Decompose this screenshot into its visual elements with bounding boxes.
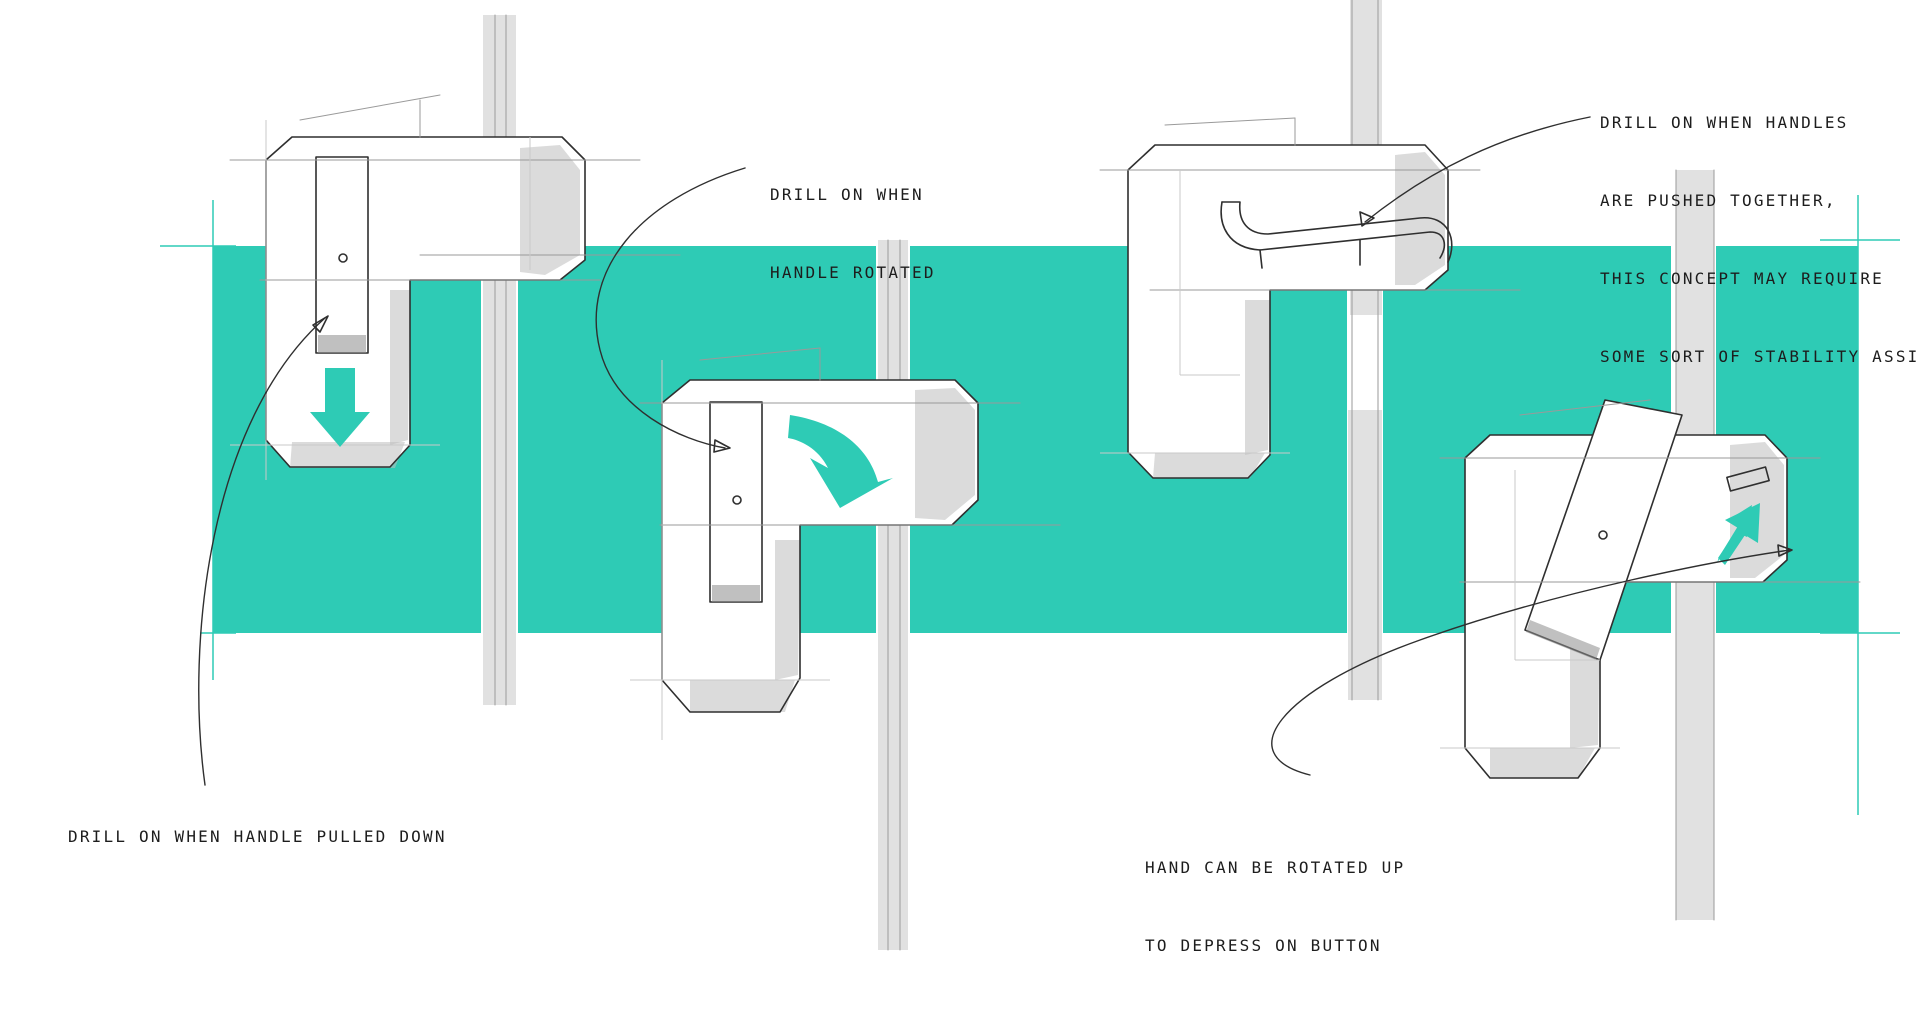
annotation-handles-pushed-line-3: THIS CONCEPT MAY REQUIRE	[1600, 269, 1884, 288]
annotation-handles-pushed-line-1: DRILL ON WHEN HANDLES	[1600, 113, 1849, 132]
panel-guide-lines	[160, 195, 1900, 815]
concept-2-leader-line	[595, 167, 746, 453]
annotation-handle-pulled-down: DRILL ON WHEN HANDLE PULLED DOWN	[68, 827, 447, 846]
rotate-arrow-icon	[788, 415, 893, 508]
concept-4-leader-line	[1271, 544, 1793, 776]
drill-poles	[483, 0, 1715, 951]
annotation-handle-rotated-line-2: HANDLE ROTATED	[770, 263, 936, 282]
annotation-handle-rotated: DRILL ON WHEN HANDLE ROTATED	[770, 130, 936, 338]
annotation-hand-rotated-line-1: HAND CAN BE ROTATED UP	[1145, 858, 1406, 877]
annotation-handles-pushed-line-2: ARE PUSHED TOGETHER,	[1600, 191, 1837, 210]
annotation-handles-pushed-together: DRILL ON WHEN HANDLES ARE PUSHED TOGETHE…	[1600, 58, 1920, 422]
sketch-drawing	[160, 0, 1900, 951]
concept-3-leader-line	[1359, 116, 1591, 227]
concept-1-leader-line	[198, 315, 329, 786]
annotation-hand-rotated-line-2: TO DEPRESS ON BUTTON	[1145, 936, 1382, 955]
annotation-handle-rotated-line-1: DRILL ON WHEN	[770, 185, 924, 204]
concept-3-drill-body	[1099, 117, 1521, 479]
concept-sketch-sheet: DRILL ON WHEN HANDLE PULLED DOWN DRILL O…	[68, 0, 1920, 955]
concept-2-drill-body	[630, 347, 1061, 740]
annotation-handles-pushed-line-4: SOME SORT OF STABILITY ASSIST	[1600, 347, 1920, 366]
arrow-down-icon	[310, 368, 370, 447]
arrow-up-icon	[1717, 503, 1760, 565]
annotation-hand-rotated-up: HAND CAN BE ROTATED UP TO DEPRESS ON BUT…	[1145, 803, 1405, 1011]
